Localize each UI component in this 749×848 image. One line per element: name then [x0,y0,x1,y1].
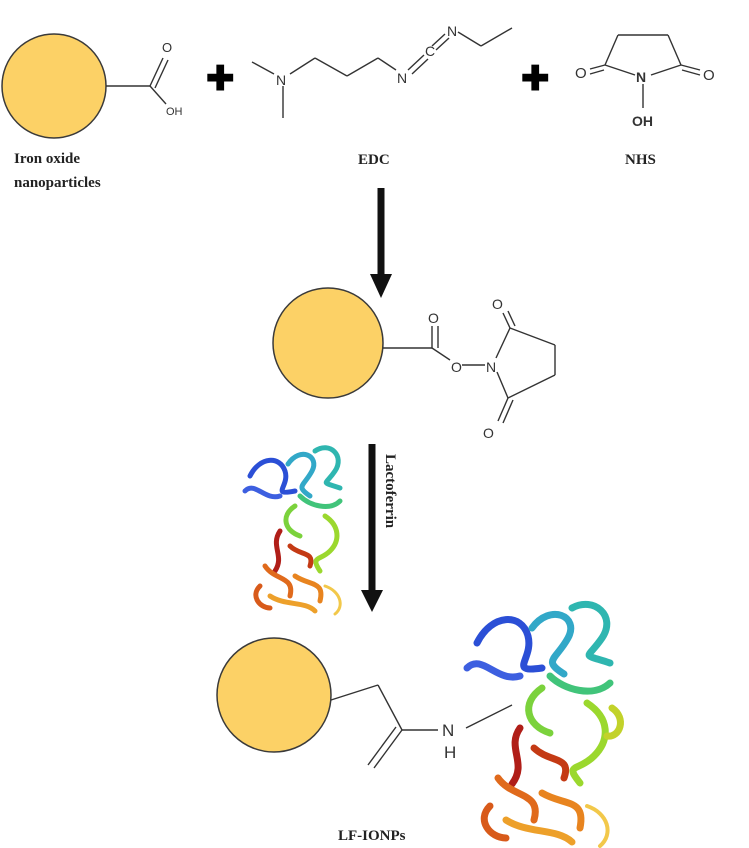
product-label: LF-IONPs [338,828,406,844]
edc-amine-nitrogen: N [276,72,286,88]
edc-bonds [251,27,513,118]
product-nanoparticle [216,637,332,753]
ester-carbonyl-oxygen: O [428,310,439,326]
nhs-ester-intermediate: O O N O O [272,287,556,441]
reaction-arrow-1 [370,188,392,298]
lactoferrin-protein-ribbon-icon-large [463,600,624,848]
amide-nitrogen: N [442,721,454,740]
edc-carbodiimide-carbon: C [425,43,435,59]
carboxyl-oxygen: O [162,40,172,55]
nhs-molecule: O O N OH NHS [575,34,715,168]
iron-oxide-nanoparticle-group: O OH Iron oxide nanoparticles [1,33,183,191]
reaction-arrow-2: Lactoferrin [361,444,398,612]
activated-nanoparticle [272,287,384,399]
edc-label: EDC [358,152,390,168]
lactoferrin-protein-ribbon-icon [242,445,343,616]
ester-succinimide-oxygen-top: O [492,296,503,312]
iron-oxide-nanoparticle [1,33,107,139]
nhs-nitrogen: N [636,69,646,85]
carboxyl-hydroxyl: OH [166,106,183,118]
edc-imine-nitrogen: N [397,70,407,86]
nhs-label: NHS [625,152,656,168]
nhs-hydroxyl: OH [632,113,653,129]
ester-succinimide-oxygen-bottom: O [483,425,494,441]
lf-ionp-product: N H LF-IONPs [216,637,513,844]
ester-succinimide-nitrogen: N [486,359,496,375]
amide-hydrogen: H [444,743,456,762]
ester-link-oxygen: O [451,359,462,375]
plus-sign-2: ✚ [521,61,550,98]
iron-oxide-label-line2: nanoparticles [14,175,101,191]
nhs-ester-bonds [383,310,556,424]
amide-bonds [330,684,513,769]
nhs-oxygen-left: O [575,65,587,82]
carboxyl-bonds [106,57,169,105]
nhs-oxygen-right: O [703,67,715,84]
plus-sign-1: ✚ [206,61,235,98]
edc-terminal-nitrogen: N [447,23,457,39]
edc-molecule: N N C N EDC [251,23,513,168]
iron-oxide-label-line1: Iron oxide [14,151,80,167]
lactoferrin-reagent-label: Lactoferrin [382,454,398,529]
nhs-bonds [589,34,701,108]
